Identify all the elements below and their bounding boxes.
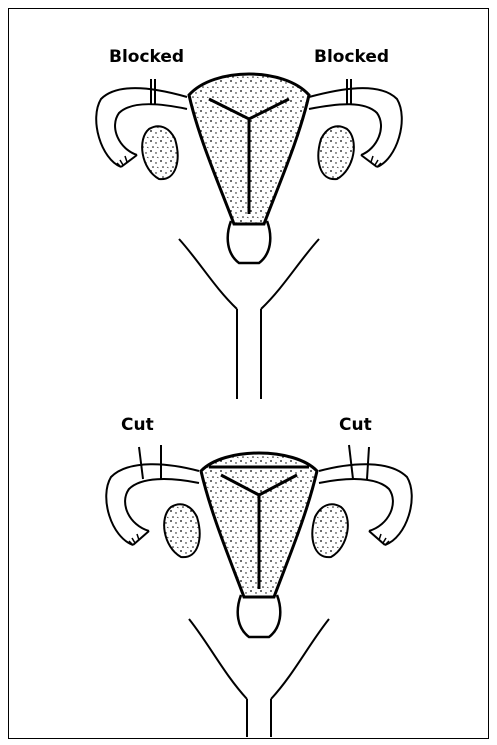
ovary-left-bottom xyxy=(164,504,199,557)
uterus-cut-illustration xyxy=(9,9,488,738)
diagram-frame: Blocked Blocked xyxy=(8,8,489,739)
ovary-right-bottom xyxy=(312,504,347,557)
cervix-bottom xyxy=(238,595,281,637)
